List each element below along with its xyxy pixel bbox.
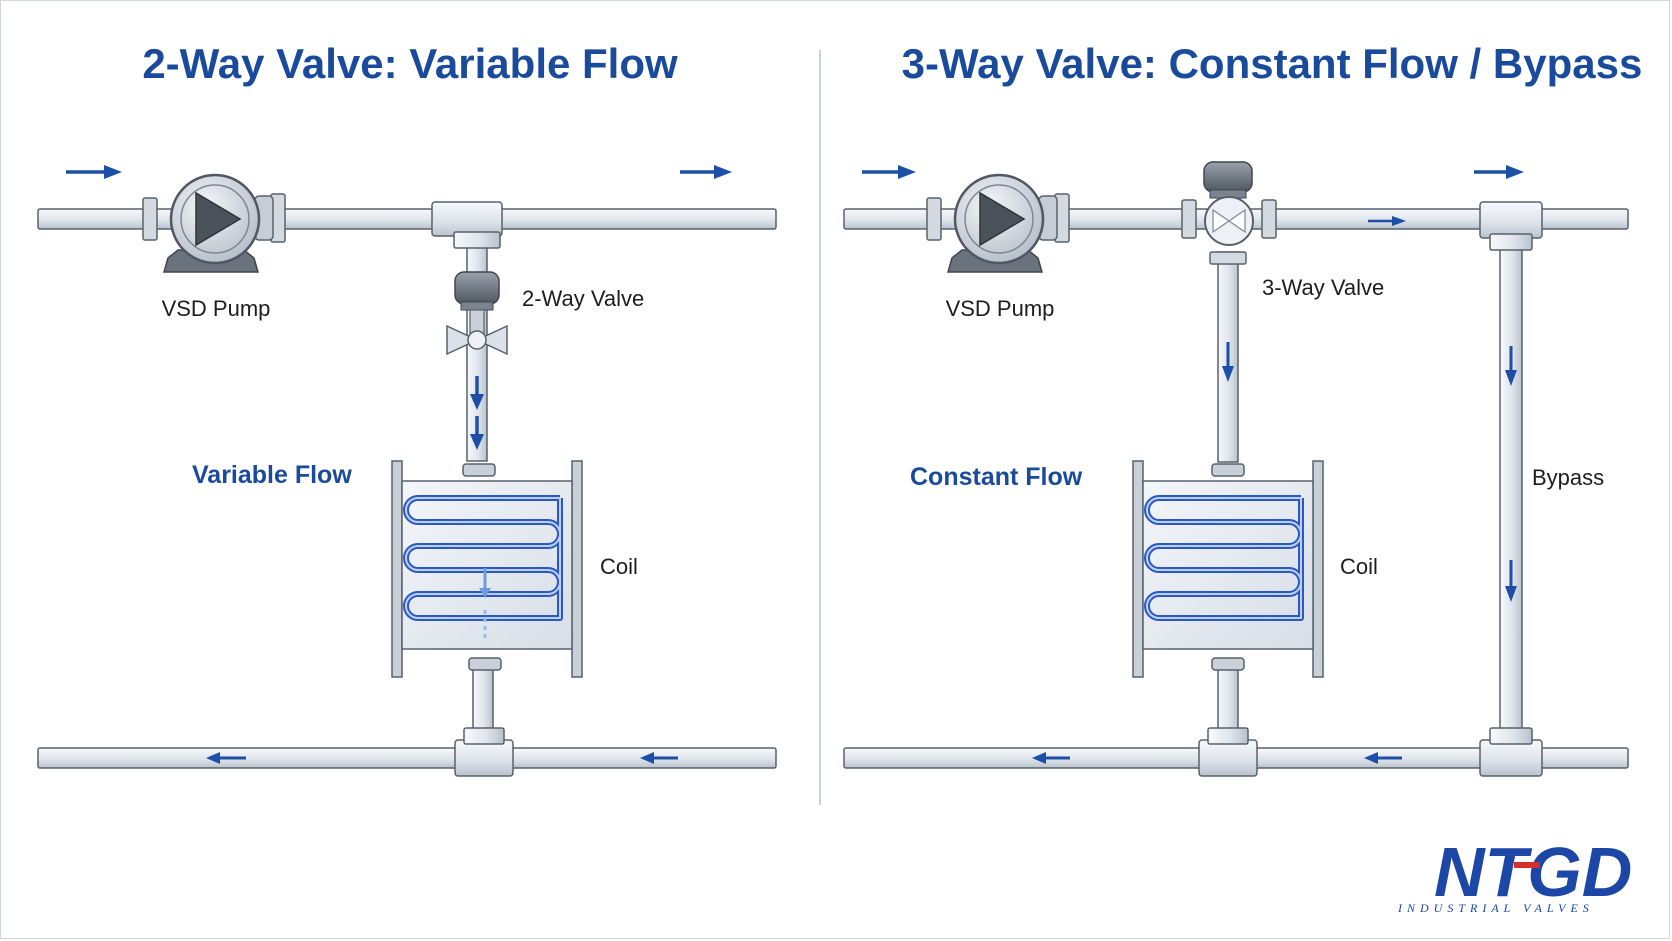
brand-logo: NTGD INDUSTRIAL VALVES	[1397, 833, 1632, 915]
pump-play-icon	[142, 173, 286, 273]
pipe-tee-icon	[431, 201, 503, 249]
pipe-tee-icon	[454, 727, 514, 777]
right-pump-label: VSD Pump	[946, 296, 1055, 321]
bypass-label: Bypass	[1532, 465, 1604, 490]
pipe-tee-icon	[1479, 727, 1543, 777]
flow-arrow-icon	[862, 165, 1524, 764]
right-flow-label: Constant Flow	[910, 463, 1083, 491]
left-return-pipe	[37, 747, 777, 769]
logo-tagline: INDUSTRIAL VALVES	[1397, 901, 1594, 915]
left-coil-label: Coil	[600, 554, 638, 579]
left-diagram: VSD Pump 2-Way Valve	[37, 165, 777, 777]
left-pump-label: VSD Pump	[162, 296, 271, 321]
pipe-tee-icon	[1198, 727, 1258, 777]
logo-wordmark: NTGD	[1434, 833, 1632, 911]
pump-play-icon	[926, 173, 1070, 273]
left-panel-title: 2-Way Valve: Variable Flow	[142, 40, 678, 87]
flow-arrow-icon	[66, 165, 732, 764]
right-coil-label: Coil	[1340, 554, 1378, 579]
left-flow-label: Variable Flow	[192, 461, 352, 489]
bypass-pipe	[1499, 228, 1523, 749]
valve-actuator-icon	[1181, 161, 1277, 265]
right-valve-label: 3-Way Valve	[1262, 275, 1384, 300]
coil-serpentine-icon	[1132, 460, 1324, 678]
left-valve-label: 2-Way Valve	[522, 286, 644, 311]
valve-actuator-icon	[446, 271, 508, 356]
logo-accent	[1514, 862, 1540, 868]
right-panel-title: 3-Way Valve: Constant Flow / Bypass	[902, 40, 1643, 87]
pipe-tee-icon	[1479, 201, 1543, 251]
right-diagram: VSD Pump 3-Way Valve	[843, 161, 1629, 777]
coil-serpentine-icon	[391, 460, 583, 678]
